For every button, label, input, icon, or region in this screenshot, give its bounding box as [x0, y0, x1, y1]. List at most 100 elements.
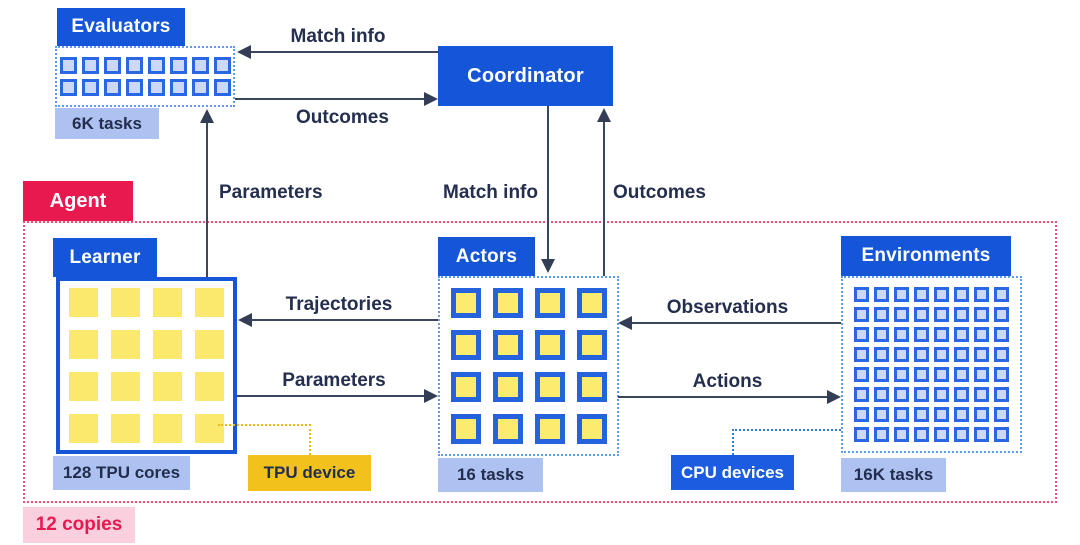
actor-task-square [576, 414, 607, 444]
tpu-core-square [195, 330, 224, 359]
evaluator-task-square [191, 57, 209, 74]
tpu-core-square [69, 288, 98, 317]
cpu-devices-tag: CPU devices [671, 455, 794, 490]
environment-task-square [894, 367, 909, 382]
outcomes-up-line [603, 121, 605, 276]
environment-task-square [874, 387, 889, 402]
environment-task-square [994, 407, 1009, 422]
environment-task-square [954, 307, 969, 322]
environment-task-square [934, 287, 949, 302]
actor-task-square [534, 330, 565, 360]
trajectories-line [251, 319, 438, 321]
actors-tasks-tag: 16 tasks [438, 458, 543, 492]
match-info-top-line [250, 51, 438, 53]
outcomes-up-label: Outcomes [613, 182, 706, 203]
actor-task-square [492, 330, 523, 360]
evaluators-tasks-tag: 6K tasks [55, 108, 159, 139]
environment-task-square [894, 427, 909, 442]
environment-task-square [974, 327, 989, 342]
actor-task-square [492, 414, 523, 444]
environment-task-square [874, 287, 889, 302]
environment-task-square [914, 347, 929, 362]
environment-task-square [934, 387, 949, 402]
evaluator-task-square [213, 57, 231, 74]
actor-task-square [450, 372, 481, 402]
actor-task-square [576, 330, 607, 360]
environment-task-square [954, 407, 969, 422]
actions-arrowhead [827, 390, 841, 404]
tpu-core-square [69, 330, 98, 359]
environment-task-square [934, 427, 949, 442]
actor-task-square [534, 414, 565, 444]
environment-task-square [894, 307, 909, 322]
actor-task-square [450, 330, 481, 360]
tpu-core-square [111, 414, 140, 443]
actor-task-square [450, 288, 481, 318]
environment-task-square [874, 367, 889, 382]
environment-task-square [914, 307, 929, 322]
environment-task-square [914, 387, 929, 402]
environment-task-square [934, 327, 949, 342]
copies-label: 12 copies [23, 507, 135, 543]
evaluator-task-square [59, 57, 77, 74]
actor-task-square [534, 288, 565, 318]
environment-task-square [894, 347, 909, 362]
environment-task-square [934, 347, 949, 362]
environments-task-grid [841, 276, 1022, 453]
tpu-core-square [153, 414, 182, 443]
environment-task-square [894, 387, 909, 402]
environment-task-square [894, 287, 909, 302]
environment-task-square [974, 387, 989, 402]
environment-task-square [854, 387, 869, 402]
tpu-core-square [111, 288, 140, 317]
environment-task-square [974, 307, 989, 322]
environment-task-square [934, 307, 949, 322]
environment-task-square [854, 327, 869, 342]
outcomes-top-arrowhead [424, 92, 438, 106]
evaluator-task-square [169, 57, 187, 74]
evaluator-task-square [125, 57, 143, 74]
evaluator-task-square [59, 79, 77, 96]
environment-task-square [954, 347, 969, 362]
environment-task-square [914, 287, 929, 302]
match-info-top-arrowhead [237, 45, 251, 59]
learner-core-grid [56, 277, 237, 454]
environment-task-square [894, 407, 909, 422]
parameters-up-arrowhead [200, 109, 214, 123]
environment-task-square [934, 407, 949, 422]
trajectories-label: Trajectories [285, 294, 393, 315]
environment-task-square [874, 347, 889, 362]
environment-task-square [974, 407, 989, 422]
evaluator-task-square [103, 57, 121, 74]
learner-cores-tag: 128 TPU cores [53, 456, 190, 490]
actor-task-square [576, 372, 607, 402]
outcomes-top-label: Outcomes [296, 107, 389, 128]
actor-task-square [492, 372, 523, 402]
tpu-device-tag: TPU device [248, 455, 371, 491]
trajectories-arrowhead [238, 313, 252, 327]
match-info-down-arrowhead [541, 259, 555, 273]
environment-task-square [854, 367, 869, 382]
outcomes-up-arrowhead [597, 108, 611, 122]
actor-task-square [450, 414, 481, 444]
tpu-core-square [69, 414, 98, 443]
observations-label: Observations [666, 297, 789, 318]
environment-task-square [994, 327, 1009, 342]
tpu-core-square [153, 288, 182, 317]
environment-task-square [914, 327, 929, 342]
environment-task-square [994, 367, 1009, 382]
actor-task-square [492, 288, 523, 318]
environment-task-square [874, 307, 889, 322]
environment-task-square [874, 427, 889, 442]
parameters-up-label: Parameters [219, 182, 323, 203]
environments-title: Environments [841, 236, 1011, 276]
tpu-connector-vertical [309, 424, 311, 455]
tpu-core-square [69, 372, 98, 401]
environment-task-square [894, 327, 909, 342]
agent-label: Agent [23, 181, 133, 221]
evaluator-task-square [147, 57, 165, 74]
evaluator-task-square [125, 79, 143, 96]
observations-arrowhead [618, 316, 632, 330]
environment-task-square [974, 347, 989, 362]
